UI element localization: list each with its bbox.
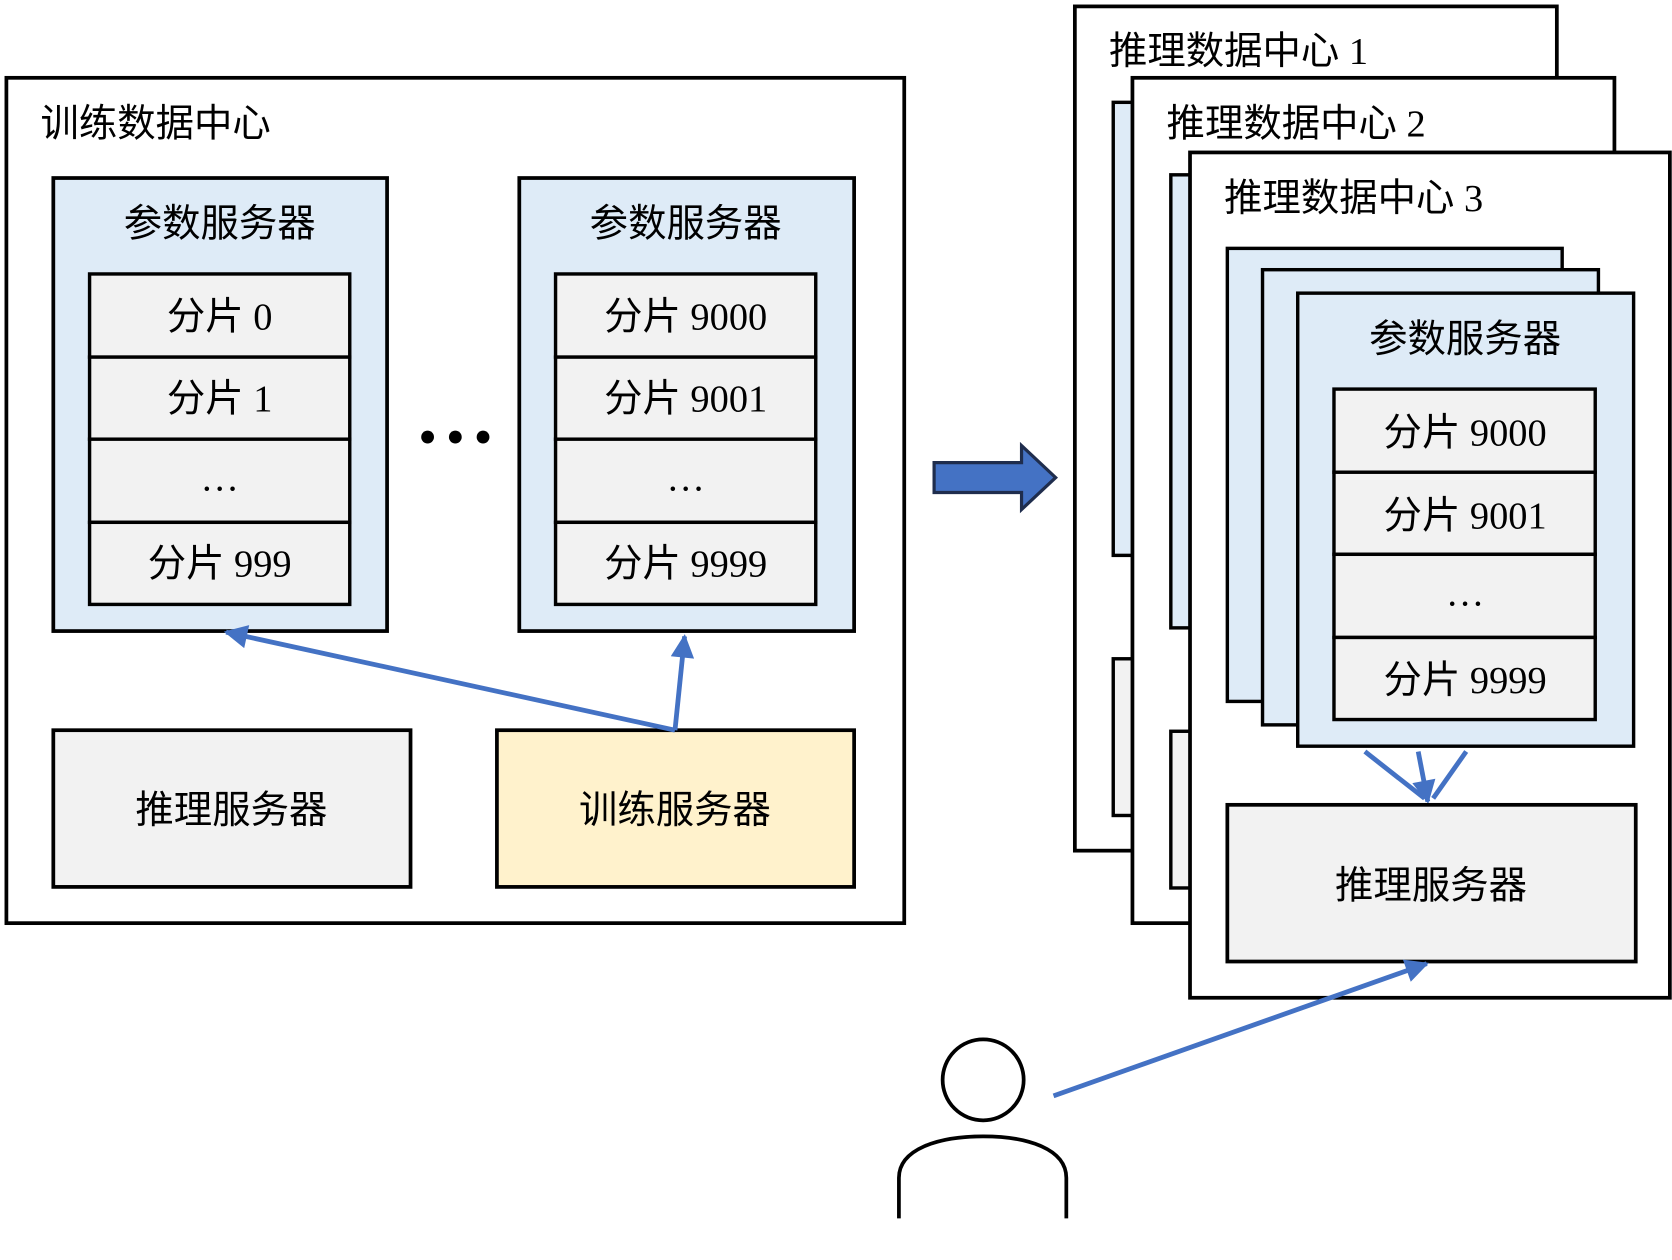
read-arrow — [1412, 751, 1436, 804]
user-head — [940, 1037, 1026, 1123]
user-body — [897, 1134, 1069, 1219]
shard-label: 分片 9999 — [1384, 660, 1547, 702]
inference-dc-1-title: 推理数据中心 1 — [1109, 31, 1368, 73]
shard-label: 分片 1 — [167, 378, 273, 420]
shard-row — [553, 437, 818, 525]
shard-label: 分片 9001 — [1384, 496, 1547, 538]
more-servers-dots — [421, 430, 490, 444]
param-server-left: 参数服务器 分片 0 分片 1 … 分片 999 — [51, 176, 389, 633]
inference-server-box — [51, 728, 413, 889]
shard-row — [1332, 470, 1597, 557]
inference-dc-2-title: 推理数据中心 2 — [1167, 103, 1426, 145]
inference-dc-3-title: 推理数据中心 3 — [1224, 178, 1483, 220]
shard-row — [1332, 552, 1597, 640]
shard-ellipsis: … — [200, 457, 238, 499]
shard-label: 分片 9999 — [604, 544, 767, 586]
shard-label: 分片 9000 — [1384, 413, 1547, 455]
shard-row — [87, 520, 352, 607]
inference-server-box — [1225, 802, 1638, 964]
dot — [421, 430, 434, 444]
training-dc-title: 训练数据中心 — [41, 102, 271, 145]
shard-label: 分片 9000 — [604, 296, 767, 338]
read-arrow — [1431, 750, 1469, 800]
shard-row — [553, 272, 818, 359]
param-server-front-title: 参数服务器 — [1369, 318, 1561, 361]
param-server-right: 参数服务器 分片 9000 分片 9001 … 分片 9999 — [517, 176, 856, 633]
shard-row — [87, 355, 352, 441]
param-server-front: 参数服务器 分片 9000 分片 9001 … 分片 9999 — [1296, 291, 1636, 748]
training-server-box — [495, 728, 856, 889]
shard-label: 分片 999 — [148, 544, 292, 586]
update-arrow-left — [223, 625, 676, 733]
user-request-arrow — [1052, 959, 1429, 1099]
shard-ellipsis: … — [666, 457, 704, 499]
shard-ellipsis: … — [1446, 572, 1484, 614]
user-icon — [897, 1037, 1069, 1219]
inference-server-label: 推理服务器 — [1335, 866, 1527, 908]
shard-label: 分片 0 — [167, 296, 273, 338]
sync-block-arrow — [932, 441, 1059, 514]
dot — [476, 430, 490, 444]
param-server-left-title: 参数服务器 — [124, 203, 316, 246]
inference-data-center-3: 推理数据中心 3 参数服务器 分片 9000 分片 9001 … 分片 9999… — [1188, 150, 1672, 1000]
shard-label: 分片 9001 — [604, 378, 767, 420]
inference-server-label: 推理服务器 — [135, 790, 327, 832]
shard-row — [1332, 635, 1597, 722]
training-server-label: 训练服务器 — [579, 789, 771, 832]
param-server-right-title: 参数服务器 — [590, 203, 782, 246]
dot — [448, 430, 462, 444]
training-data-center: 训练数据中心 参数服务器 分片 0 分片 1 … 分片 999 参数服务器 — [4, 75, 907, 926]
update-arrow-right — [670, 634, 695, 731]
shard-row — [553, 520, 818, 607]
